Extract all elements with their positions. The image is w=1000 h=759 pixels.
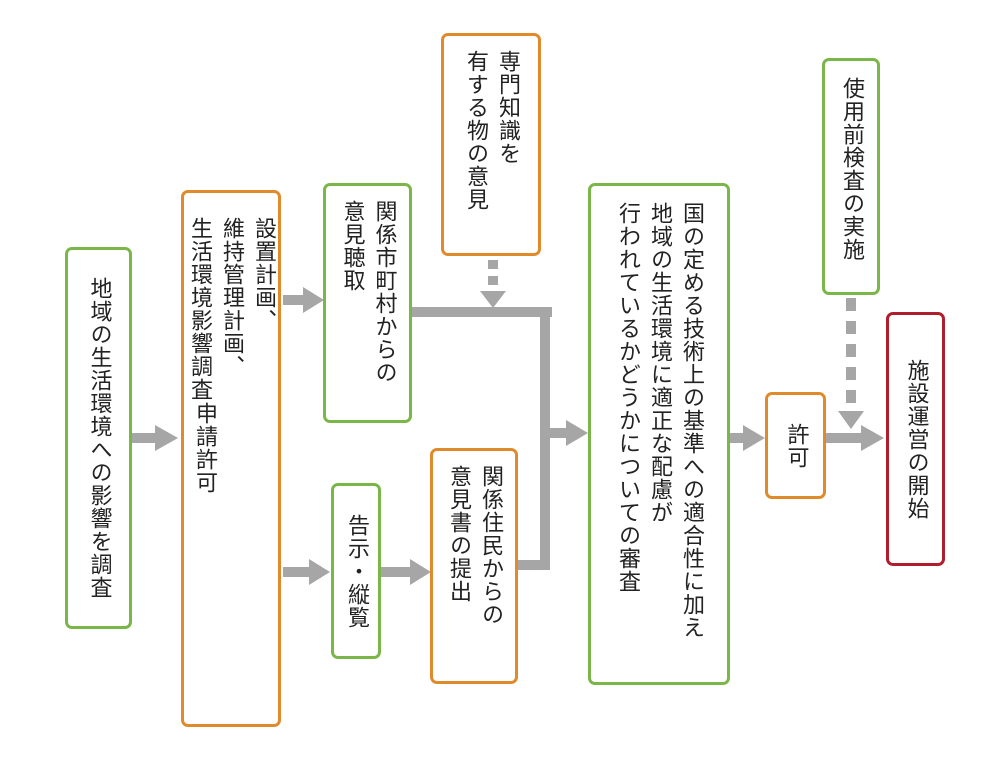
notice-text: 告示・縦覧 (344, 513, 369, 629)
arrow-survey-to-application (131, 425, 178, 451)
review-text-2: 地域の生活環境に適正な配慮が (647, 202, 672, 524)
application-text-1: 設置計画、 (251, 217, 276, 332)
application-text-4: 申請許可 (192, 402, 217, 494)
notice-box: 告示・縦覧 (331, 483, 381, 659)
survey-text: 地域の生活環境への影響を調査 (86, 277, 112, 599)
review-box: 国の定める技術上の基準への適合性に加え 地域の生活環境に適正な配慮が 行われてい… (588, 183, 730, 685)
expert-columns: 専門知識を 有する物の意見 (460, 50, 522, 253)
residents-box: 関係住民からの 意見書の提出 (430, 448, 518, 684)
line-residents-to-merge (517, 560, 550, 570)
municipal-col-1: 関係市町村から の (369, 200, 399, 420)
review-text-1: 国の定める技術上の基準への適合性に加え (679, 202, 704, 639)
review-columns: 国の定める技術上の基準への適合性に加え 地域の生活環境に適正な配慮が 行われてい… (612, 202, 706, 682)
residents-text-2: 意見書の提出 (446, 465, 471, 603)
expert-text-2: 有する物の意見 (463, 50, 488, 211)
application-text-3: 生活環境影響調査 (187, 217, 212, 401)
residents-text-1: 関係住民からの (478, 465, 503, 626)
arrow-permit-to-start (826, 425, 884, 451)
permit-text: 許可 (783, 422, 809, 469)
application-columns: 設置計画、 維持管理計画、 生活環境影響調査 (184, 217, 278, 724)
municipal-columns: 関係市町村から の 意見聴取 (337, 200, 399, 420)
municipal-text-1: 関係市町村から (371, 200, 397, 361)
start-box: 施設運営の開始 (886, 312, 945, 566)
municipal-box: 関係市町村から の 意見聴取 (323, 183, 412, 423)
line-municipal-to-merge (412, 307, 552, 570)
arrow-application-to-notice (283, 559, 330, 585)
municipal-text-2: の (371, 361, 397, 384)
arrow-inspection-to-permit (838, 298, 864, 429)
inspection-box: 使用前検査の実施 (822, 58, 880, 295)
permit-box: 許可 (765, 392, 826, 499)
survey-box: 地域の生活環境への影響を調査 (65, 247, 132, 629)
arrow-notice-to-residents (380, 559, 431, 585)
inspection-text: 使用前検査の実施 (839, 77, 864, 261)
residents-columns: 関係住民からの 意見書の提出 (443, 465, 505, 681)
arrow-review-to-permit (730, 425, 765, 451)
expert-text-1: 専門知識を (495, 50, 520, 165)
arrow-merge-to-review (540, 420, 588, 446)
review-text-3: 行われているかどうかについての審査 (615, 202, 640, 593)
arrow-application-to-municipal (283, 287, 324, 313)
application-box: 設置計画、 維持管理計画、 生活環境影響調査 (181, 190, 281, 727)
municipal-text-3: 意見聴取 (339, 200, 365, 292)
application-text-2: 維持管理計画、 (219, 217, 244, 378)
arrow-expert-to-merge (480, 260, 506, 308)
start-text: 施設運営の開始 (903, 358, 929, 520)
expert-box: 専門知識を 有する物の意見 (441, 33, 541, 256)
